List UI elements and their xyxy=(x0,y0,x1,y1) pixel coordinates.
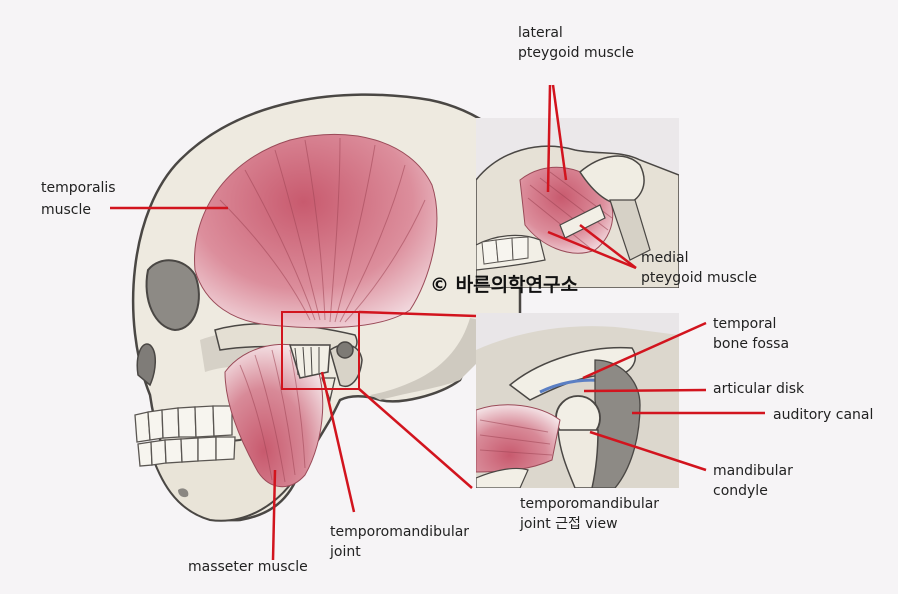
temporalis-label: temporalis muscle xyxy=(41,180,120,218)
articular-disk-label: articular disk xyxy=(713,381,805,397)
tmj-view-label: temporomandibular joint 근접 view xyxy=(519,496,664,532)
leader-articular-disk xyxy=(583,388,707,393)
leader-medial-a xyxy=(547,230,637,270)
leader-lateral-pteygoid-a xyxy=(546,84,552,193)
masseter-label: masseter muscle xyxy=(188,559,308,575)
occipital-base xyxy=(370,318,480,400)
lower-teeth xyxy=(137,436,236,467)
leader-condyle xyxy=(589,430,707,472)
inset-pterygoid xyxy=(476,118,679,288)
chin-foramen xyxy=(178,488,189,498)
lateral-pteygoid-label: lateral pteygoid muscle xyxy=(518,25,634,61)
nasal-cavity xyxy=(136,343,156,387)
leader-temporal-fossa xyxy=(582,321,707,380)
tmj-label: temporomandibular joint xyxy=(329,524,474,560)
eye-socket xyxy=(145,259,200,332)
upper-teeth xyxy=(134,405,233,443)
auditory-canal-label: auditory canal xyxy=(773,407,873,423)
medial-pteygoid-label: medial pteygoid muscle xyxy=(641,250,757,286)
leader-lines xyxy=(110,84,765,561)
leader-medial-b xyxy=(579,224,637,269)
leader-tmj xyxy=(320,371,356,513)
masseter-muscle xyxy=(224,343,324,488)
inset-tmj-closeup xyxy=(476,313,679,488)
connector-top xyxy=(358,310,477,318)
ear-canal-hole xyxy=(336,341,354,359)
mandibular-condyle-label: mandibular condyle xyxy=(713,463,797,499)
tmj-focus-box xyxy=(281,311,360,390)
temporal-fossa-label: temporal bone fossa xyxy=(713,316,789,352)
watermark: © 바른의학연구소 xyxy=(430,274,578,296)
leader-tmj-view xyxy=(357,387,473,489)
temporalis-muscle xyxy=(194,133,438,329)
leader-lateral-pteygoid-b xyxy=(551,84,568,181)
leader-masseter xyxy=(271,469,277,561)
